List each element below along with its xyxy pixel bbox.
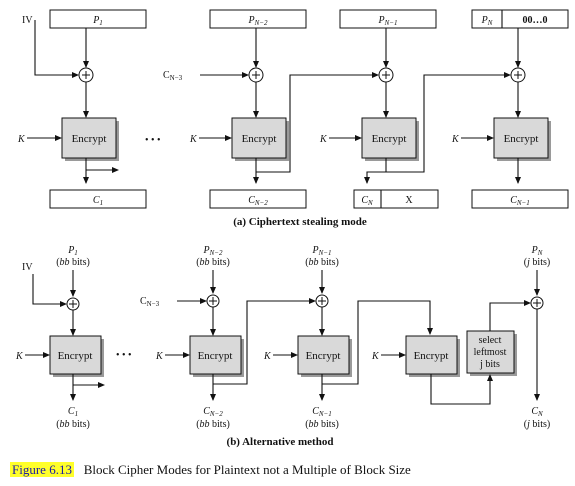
plaintext-box-pn2 <box>209 9 307 29</box>
plaintext-pn1-label-b: PN−1 <box>311 245 331 257</box>
encrypt-block-n2-b: Encrypt <box>189 335 244 377</box>
ciphertext-cn-label-b: CN <box>531 406 543 418</box>
ellipsis-a: • • • <box>145 135 161 146</box>
encrypt-label: Encrypt <box>72 133 107 145</box>
encrypt-block-n1-a: Encrypt <box>361 117 419 161</box>
chain-wire-n1-to-encrypt-b <box>322 300 433 385</box>
key-label: K <box>263 351 272 362</box>
xor-icon <box>315 294 329 308</box>
caption-part-b: (b) Alternative method <box>227 436 334 448</box>
key-label: K <box>451 134 460 145</box>
ciphertext-box-cn1 <box>471 189 569 209</box>
discarded-x-mark: X <box>405 195 413 206</box>
xor-icon <box>378 67 394 83</box>
chain-wire-n2-to-n1-b <box>213 298 316 385</box>
plaintext-pn2-label-b: PN−2 <box>202 245 223 257</box>
ciphertext-c1-label: C1 <box>93 195 103 207</box>
encrypt-label: Encrypt <box>414 350 449 362</box>
encrypt-block-n-b: Encrypt <box>405 335 460 377</box>
ellipsis-b: • • • <box>116 350 132 361</box>
encrypt-block-n1-b: Encrypt <box>297 335 352 377</box>
caption-part-a: (a) Ciphertext stealing mode <box>233 216 367 228</box>
figure-number: Figure 6.13 <box>10 462 74 477</box>
key-label: K <box>319 134 328 145</box>
plaintext-p1-label-b: P1 <box>67 245 78 257</box>
key-label: K <box>155 351 164 362</box>
c-n3-label-b: CN−3 <box>140 296 160 308</box>
plaintext-box-pn <box>471 9 569 29</box>
plaintext-box-p1 <box>49 9 147 29</box>
ciphertext-cn1-label: CN−1 <box>510 195 530 207</box>
ciphertext-cn-size-b: (j bits) <box>524 419 550 430</box>
select-label-line-1: select <box>479 335 502 346</box>
plaintext-pn2-label: PN−2 <box>247 15 268 27</box>
encrypt-block-n2-a: Encrypt <box>231 117 289 161</box>
plaintext-pn2-size-b: (bb bits) <box>196 257 230 268</box>
ciphertext-cn2-label: CN−2 <box>248 195 268 207</box>
xor-icon <box>510 67 526 83</box>
iv-label-b: IV <box>22 262 33 273</box>
plaintext-pn1-label: PN−1 <box>377 15 397 27</box>
encrypt-block-1-b: Encrypt <box>49 335 104 377</box>
plaintext-p1-size-b: (bb bits) <box>56 257 90 268</box>
part-b-alternative-method: P1 (bb bits) PN−2 (bb bits) PN−1 (bb bit… <box>15 245 550 448</box>
iv-label-a: IV <box>22 15 33 26</box>
ciphertext-cn2-size-b: (bb bits) <box>196 419 230 430</box>
ciphertext-cn-label: CN <box>361 195 373 207</box>
encrypt-to-select-wire <box>430 374 493 405</box>
plaintext-pn1-size-b: (bb bits) <box>305 257 339 268</box>
ciphertext-cn1-label-b: CN−1 <box>312 406 332 418</box>
encrypt-label: Encrypt <box>242 133 277 145</box>
plaintext-p1-label: P1 <box>92 15 103 27</box>
select-label-line-3: j bits <box>479 359 500 370</box>
select-label-line-2: leftmost <box>474 347 507 358</box>
key-label: K <box>15 351 24 362</box>
chain-wire-n2-to-n1 <box>256 72 379 173</box>
plaintext-box-pn1 <box>339 9 437 29</box>
xor-icon <box>530 296 544 310</box>
select-to-xor-wire <box>489 300 531 331</box>
part-a-ciphertext-stealing: P1 PN−2 PN−1 PN 00…0 IV CN−3 <box>17 9 569 228</box>
padding-zeros: 00…0 <box>523 15 548 26</box>
encrypt-block-1-a: Encrypt <box>61 117 119 161</box>
c-n3-label-a: CN−3 <box>163 70 183 82</box>
encrypt-label: Encrypt <box>198 350 233 362</box>
encrypt-block-n-a: Encrypt <box>493 117 551 161</box>
encrypt-to-cn-wire <box>364 158 387 184</box>
xor-icon <box>206 294 220 308</box>
plaintext-pn-size-b: (j bits) <box>524 257 550 268</box>
ciphertext-c1-size-b: (bb bits) <box>56 419 90 430</box>
xor-icon <box>66 297 80 311</box>
key-label: K <box>17 134 26 145</box>
ciphertext-box-cn <box>353 189 439 209</box>
ciphertext-c1-label-b: C1 <box>68 406 78 418</box>
key-label: K <box>189 134 198 145</box>
encrypt-label: Encrypt <box>58 350 93 362</box>
xor-icon <box>248 67 264 83</box>
figure-caption: Figure 6.13 Block Cipher Modes for Plain… <box>10 462 411 478</box>
ciphertext-cn2-label-b: CN−2 <box>203 406 223 418</box>
figure-title: Block Cipher Modes for Plaintext not a M… <box>83 462 411 477</box>
encrypt-label: Encrypt <box>306 350 341 362</box>
encrypt-label: Encrypt <box>372 133 407 145</box>
ciphertext-box-cn2 <box>209 189 307 209</box>
chain-wire-n1-to-n <box>386 72 511 173</box>
ciphertext-box-c1 <box>49 189 147 209</box>
iv-wire-b <box>32 274 67 307</box>
ciphertext-cn1-size-b: (bb bits) <box>305 419 339 430</box>
plaintext-pn-label: PN <box>481 15 493 27</box>
key-label: K <box>371 351 380 362</box>
plaintext-pn-label-b: PN <box>531 245 543 257</box>
encrypt-label: Encrypt <box>504 133 539 145</box>
select-leftmost-bits-block: select leftmost j bits <box>466 330 517 376</box>
xor-icon <box>78 67 94 83</box>
iv-wire-a <box>34 20 79 78</box>
